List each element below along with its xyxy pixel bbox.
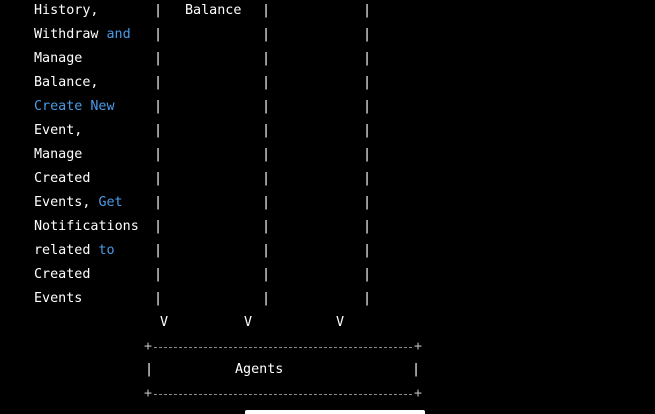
- column-divider: |: [262, 27, 271, 42]
- agents-label: Agents: [235, 362, 284, 377]
- column-divider: |: [154, 123, 163, 138]
- column-divider: |: [262, 243, 271, 258]
- arrow-down-icon: V: [336, 315, 345, 330]
- column-divider: |: [363, 219, 372, 234]
- column-divider: |: [154, 195, 163, 210]
- column-divider: |: [154, 99, 163, 114]
- arrow-down-icon: V: [160, 315, 169, 330]
- box-side: |: [412, 362, 421, 377]
- left-column-word: Notifications: [34, 219, 139, 234]
- box-side: |: [145, 362, 154, 377]
- left-column-word: Manage: [34, 51, 83, 66]
- column-divider: |: [363, 195, 372, 210]
- column-divider: |: [262, 3, 271, 18]
- column-divider: |: [363, 51, 372, 66]
- column-divider: |: [262, 51, 271, 66]
- column-divider: |: [363, 27, 372, 42]
- column-divider: |: [363, 123, 372, 138]
- column-divider: |: [262, 219, 271, 234]
- left-column-word: Manage: [34, 147, 83, 162]
- column-divider: |: [154, 27, 163, 42]
- box-top-edge-dashes: [154, 347, 412, 348]
- column-divider: |: [262, 147, 271, 162]
- left-column-word: Event,: [34, 123, 83, 138]
- left-column-word: Events,: [34, 195, 91, 210]
- column-divider: |: [154, 171, 163, 186]
- column-divider: |: [154, 267, 163, 282]
- scroll-indicator[interactable]: [245, 410, 425, 414]
- box-top-edge-corner: +: [414, 339, 423, 354]
- column-divider: |: [363, 99, 372, 114]
- left-column-word: and: [106, 27, 131, 42]
- middle-column-text: Balance: [185, 3, 242, 18]
- column-divider: |: [154, 75, 163, 90]
- column-divider: |: [154, 243, 163, 258]
- column-divider: |: [363, 3, 372, 18]
- left-column-word: Get: [98, 195, 123, 210]
- box-bottom-edge-corner: +: [144, 386, 153, 401]
- box-top-edge-corner: +: [144, 339, 153, 354]
- left-column-word: Created: [34, 267, 91, 282]
- column-divider: |: [363, 267, 372, 282]
- column-divider: |: [154, 147, 163, 162]
- column-divider: |: [363, 171, 372, 186]
- box-bottom-edge-dashes: [154, 394, 412, 395]
- column-divider: |: [262, 123, 271, 138]
- arrow-down-icon: V: [244, 315, 253, 330]
- column-divider: |: [154, 291, 163, 306]
- left-column-word: Create: [34, 99, 83, 114]
- column-divider: |: [154, 3, 163, 18]
- column-divider: |: [262, 171, 271, 186]
- column-divider: |: [262, 291, 271, 306]
- left-column-word: New: [90, 99, 115, 114]
- column-divider: |: [363, 243, 372, 258]
- left-column-word: related: [34, 243, 91, 258]
- left-column-word: to: [98, 243, 115, 258]
- left-column-word: History,: [34, 3, 99, 18]
- column-divider: |: [262, 75, 271, 90]
- left-column-word: Created: [34, 171, 91, 186]
- column-divider: |: [363, 75, 372, 90]
- column-divider: |: [363, 147, 372, 162]
- column-divider: |: [262, 195, 271, 210]
- column-divider: |: [262, 99, 271, 114]
- box-bottom-edge-corner: +: [414, 386, 423, 401]
- column-divider: |: [262, 267, 271, 282]
- column-divider: |: [154, 51, 163, 66]
- left-column-word: Balance,: [34, 75, 99, 90]
- left-column-word: Withdraw: [34, 27, 99, 42]
- left-column-word: Events: [34, 291, 83, 306]
- column-divider: |: [363, 291, 372, 306]
- column-divider: |: [154, 219, 163, 234]
